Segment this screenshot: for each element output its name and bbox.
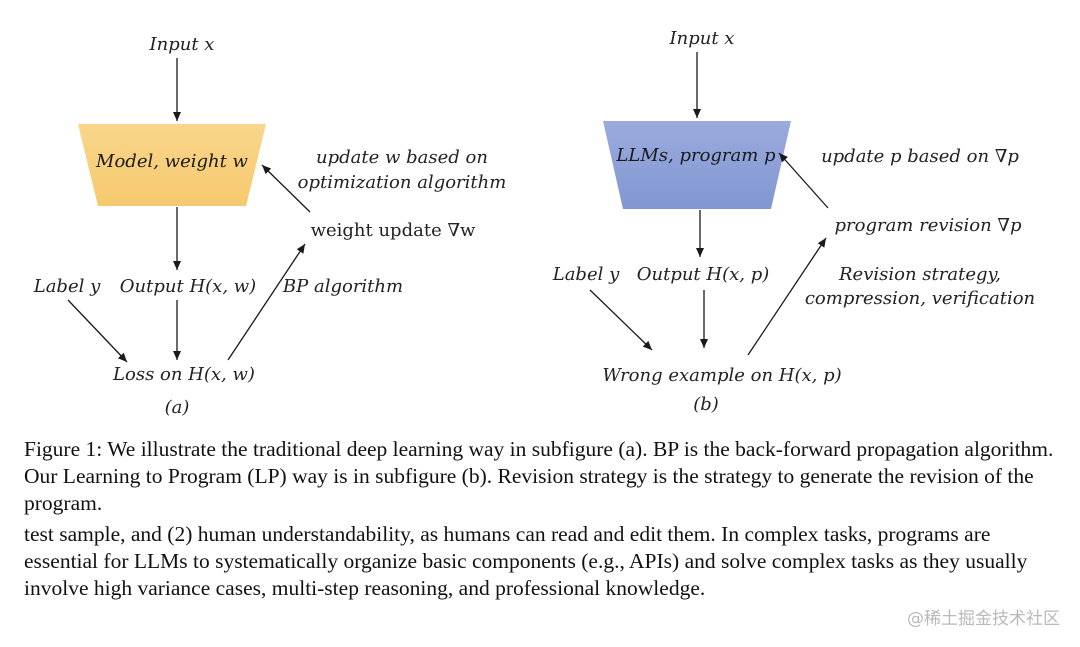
body-paragraph: test sample, and (2) human understandabi… <box>24 522 1028 600</box>
input-label-a: Input x <box>149 34 215 55</box>
input-label-b: Input x <box>669 28 735 49</box>
model-box-a <box>78 124 266 206</box>
update-rule-a-line2: optimization algorithm <box>298 172 507 193</box>
revision-strategy-line2: compression, verification <box>805 288 1035 309</box>
watermark: @稀土掘金技术社区 <box>907 609 1060 629</box>
model-box-b <box>603 121 791 209</box>
arrow-label-to-loss-a <box>67 299 128 363</box>
label-y-a: Label y <box>33 276 101 297</box>
arrow-label-to-wrong-b <box>589 289 653 351</box>
sublabel-b: (b) <box>693 394 719 415</box>
weight-update-label: weight update ∇w <box>311 220 476 241</box>
program-revision-label: program revision ∇p <box>834 215 1022 236</box>
figure-caption: Figure 1: We illustrate the traditional … <box>24 437 1054 515</box>
label-y-b: Label y <box>552 264 620 285</box>
loss-label-a: Loss on H(x, w) <box>112 364 255 385</box>
subfigure-a: Model, weight w Input x update w based o… <box>33 34 507 418</box>
update-rule-a-line1: update w based on <box>316 147 488 168</box>
output-label-b: Output H(x, p) <box>637 264 770 285</box>
subfigure-b: LLMs, program p Input x update p based o… <box>552 28 1035 415</box>
model-label-a: Model, weight w <box>95 151 249 172</box>
arrow-update-to-model-a <box>261 164 311 213</box>
caption-block: Figure 1: We illustrate the traditional … <box>24 436 1060 602</box>
arrow-wrong-to-revision-b <box>747 237 827 356</box>
output-label-a: Output H(x, w) <box>120 276 256 297</box>
update-rule-b: update p based on ∇p <box>821 146 1019 167</box>
wrong-example-label: Wrong example on H(x, p) <box>602 365 841 386</box>
sublabel-a: (a) <box>165 397 190 418</box>
bp-algorithm-label: BP algorithm <box>282 276 403 297</box>
arrow-loss-to-update-a <box>227 243 306 361</box>
arrow-revision-to-model-b <box>778 152 829 209</box>
figure-diagram: Model, weight w Input x update w based o… <box>33 28 1035 418</box>
revision-strategy-line1: Revision strategy, <box>838 264 1001 285</box>
model-label-b: LLMs, program p <box>615 145 776 166</box>
